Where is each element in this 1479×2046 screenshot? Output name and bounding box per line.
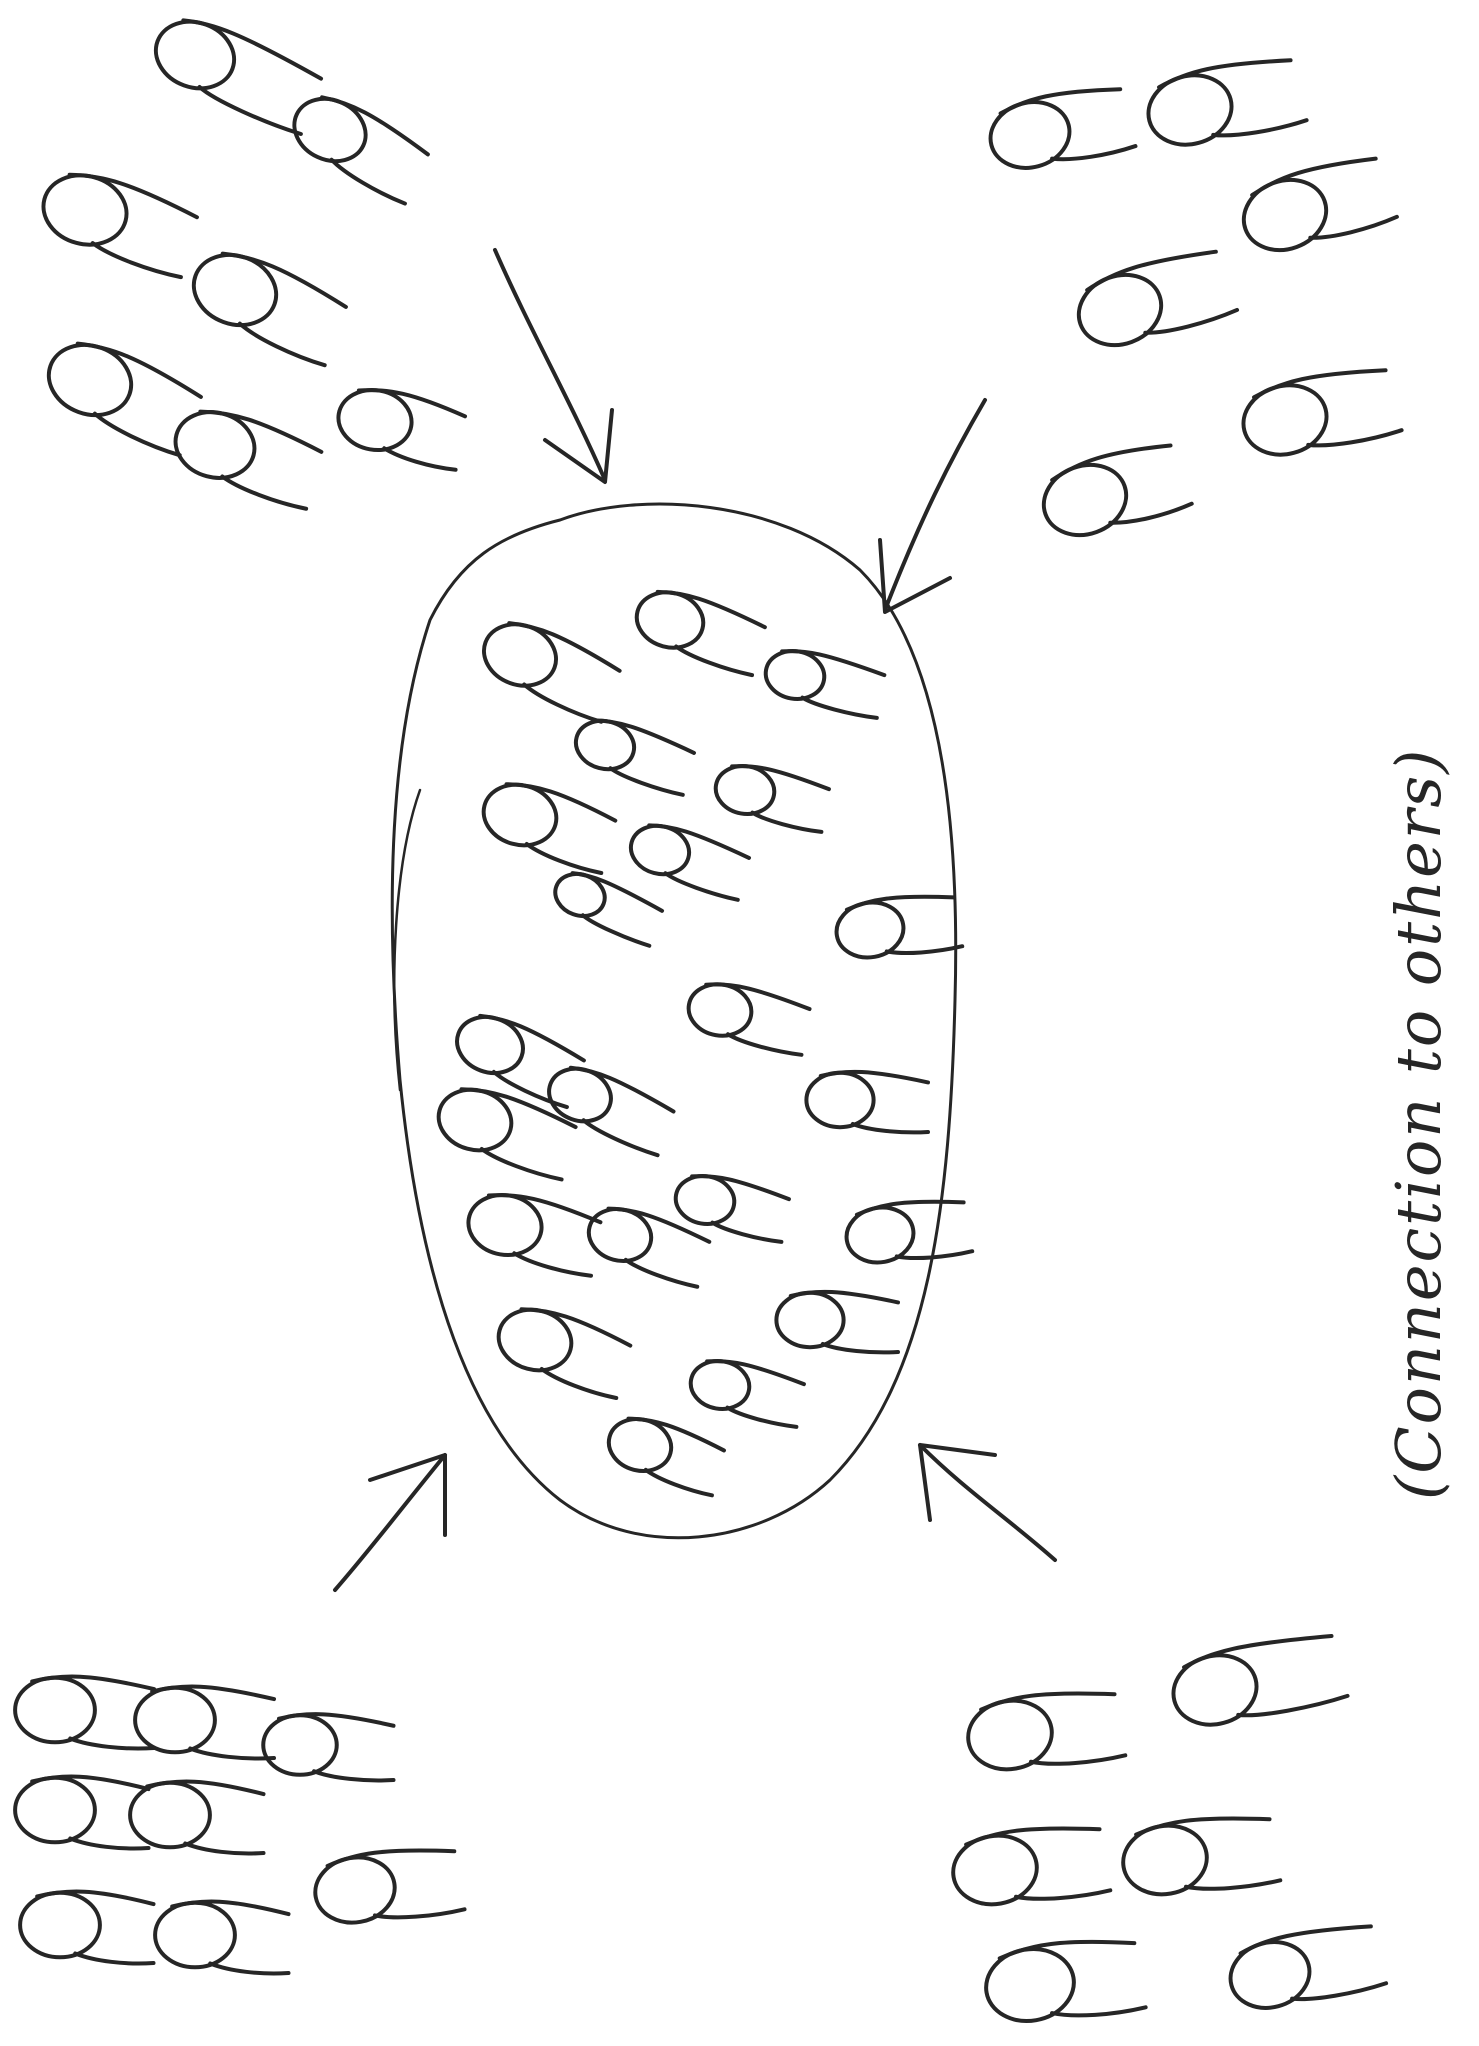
person-icon [37,333,206,456]
person-icon [629,584,767,675]
person-icon [1223,1914,1386,2022]
person-icon [263,1714,393,1780]
person-icon [1068,239,1237,362]
person-icon [282,87,433,204]
person-icon [1033,433,1191,552]
person-icon [447,1007,587,1107]
person-icon [475,776,618,874]
person-icon [1118,1806,1281,1907]
group-top-left-people [34,10,467,509]
person-icon [776,1292,898,1353]
caption-text: (Connection to others) [1382,748,1455,1500]
person-icon [582,1201,712,1287]
person-icon [1165,1623,1347,1740]
person-icon [430,1081,578,1180]
person-icon [832,887,962,968]
person-icon [333,383,467,470]
person-icon [684,978,812,1055]
person-icon [155,1902,288,1974]
person-icon [182,243,351,366]
person-icon [686,1356,805,1428]
person-icon [761,646,886,719]
arrow-top-right [880,400,985,612]
person-icon [463,1188,603,1276]
center-oval [392,504,955,1538]
person-icon [130,1782,263,1854]
person-icon [842,1192,972,1273]
person-icon [34,165,200,278]
arrow-top-left [495,250,612,482]
person-icon [806,1072,928,1133]
person-icon [948,1816,1111,1917]
person-icon [473,613,623,722]
group-bottom-left-people [15,1677,464,1974]
person-icon [1235,357,1401,470]
person-icon [1140,47,1306,160]
person-icon [1233,146,1397,267]
person-icon [540,1059,677,1155]
person-icon [983,77,1136,182]
person-icon [166,402,324,509]
person-icon [310,1839,465,1935]
person-icon [963,1681,1126,1782]
person-icon [980,1929,1146,2034]
person-icon [490,1301,633,1399]
person-icon [711,761,830,833]
group-top-right-people [983,47,1402,552]
person-icon [15,1677,154,1749]
arrows [335,250,1055,1590]
group-bottom-right-people [948,1623,1387,2034]
group-center-people [430,584,972,1496]
center-crowd [392,504,972,1538]
person-icon [548,867,665,947]
arrow-bottom-right [920,1445,1055,1560]
person-icon [602,1411,727,1495]
person-icon [624,819,751,901]
person-icon [20,1892,153,1964]
person-icon [569,714,696,796]
arrow-bottom-left [335,1455,445,1590]
person-icon [135,1687,274,1759]
